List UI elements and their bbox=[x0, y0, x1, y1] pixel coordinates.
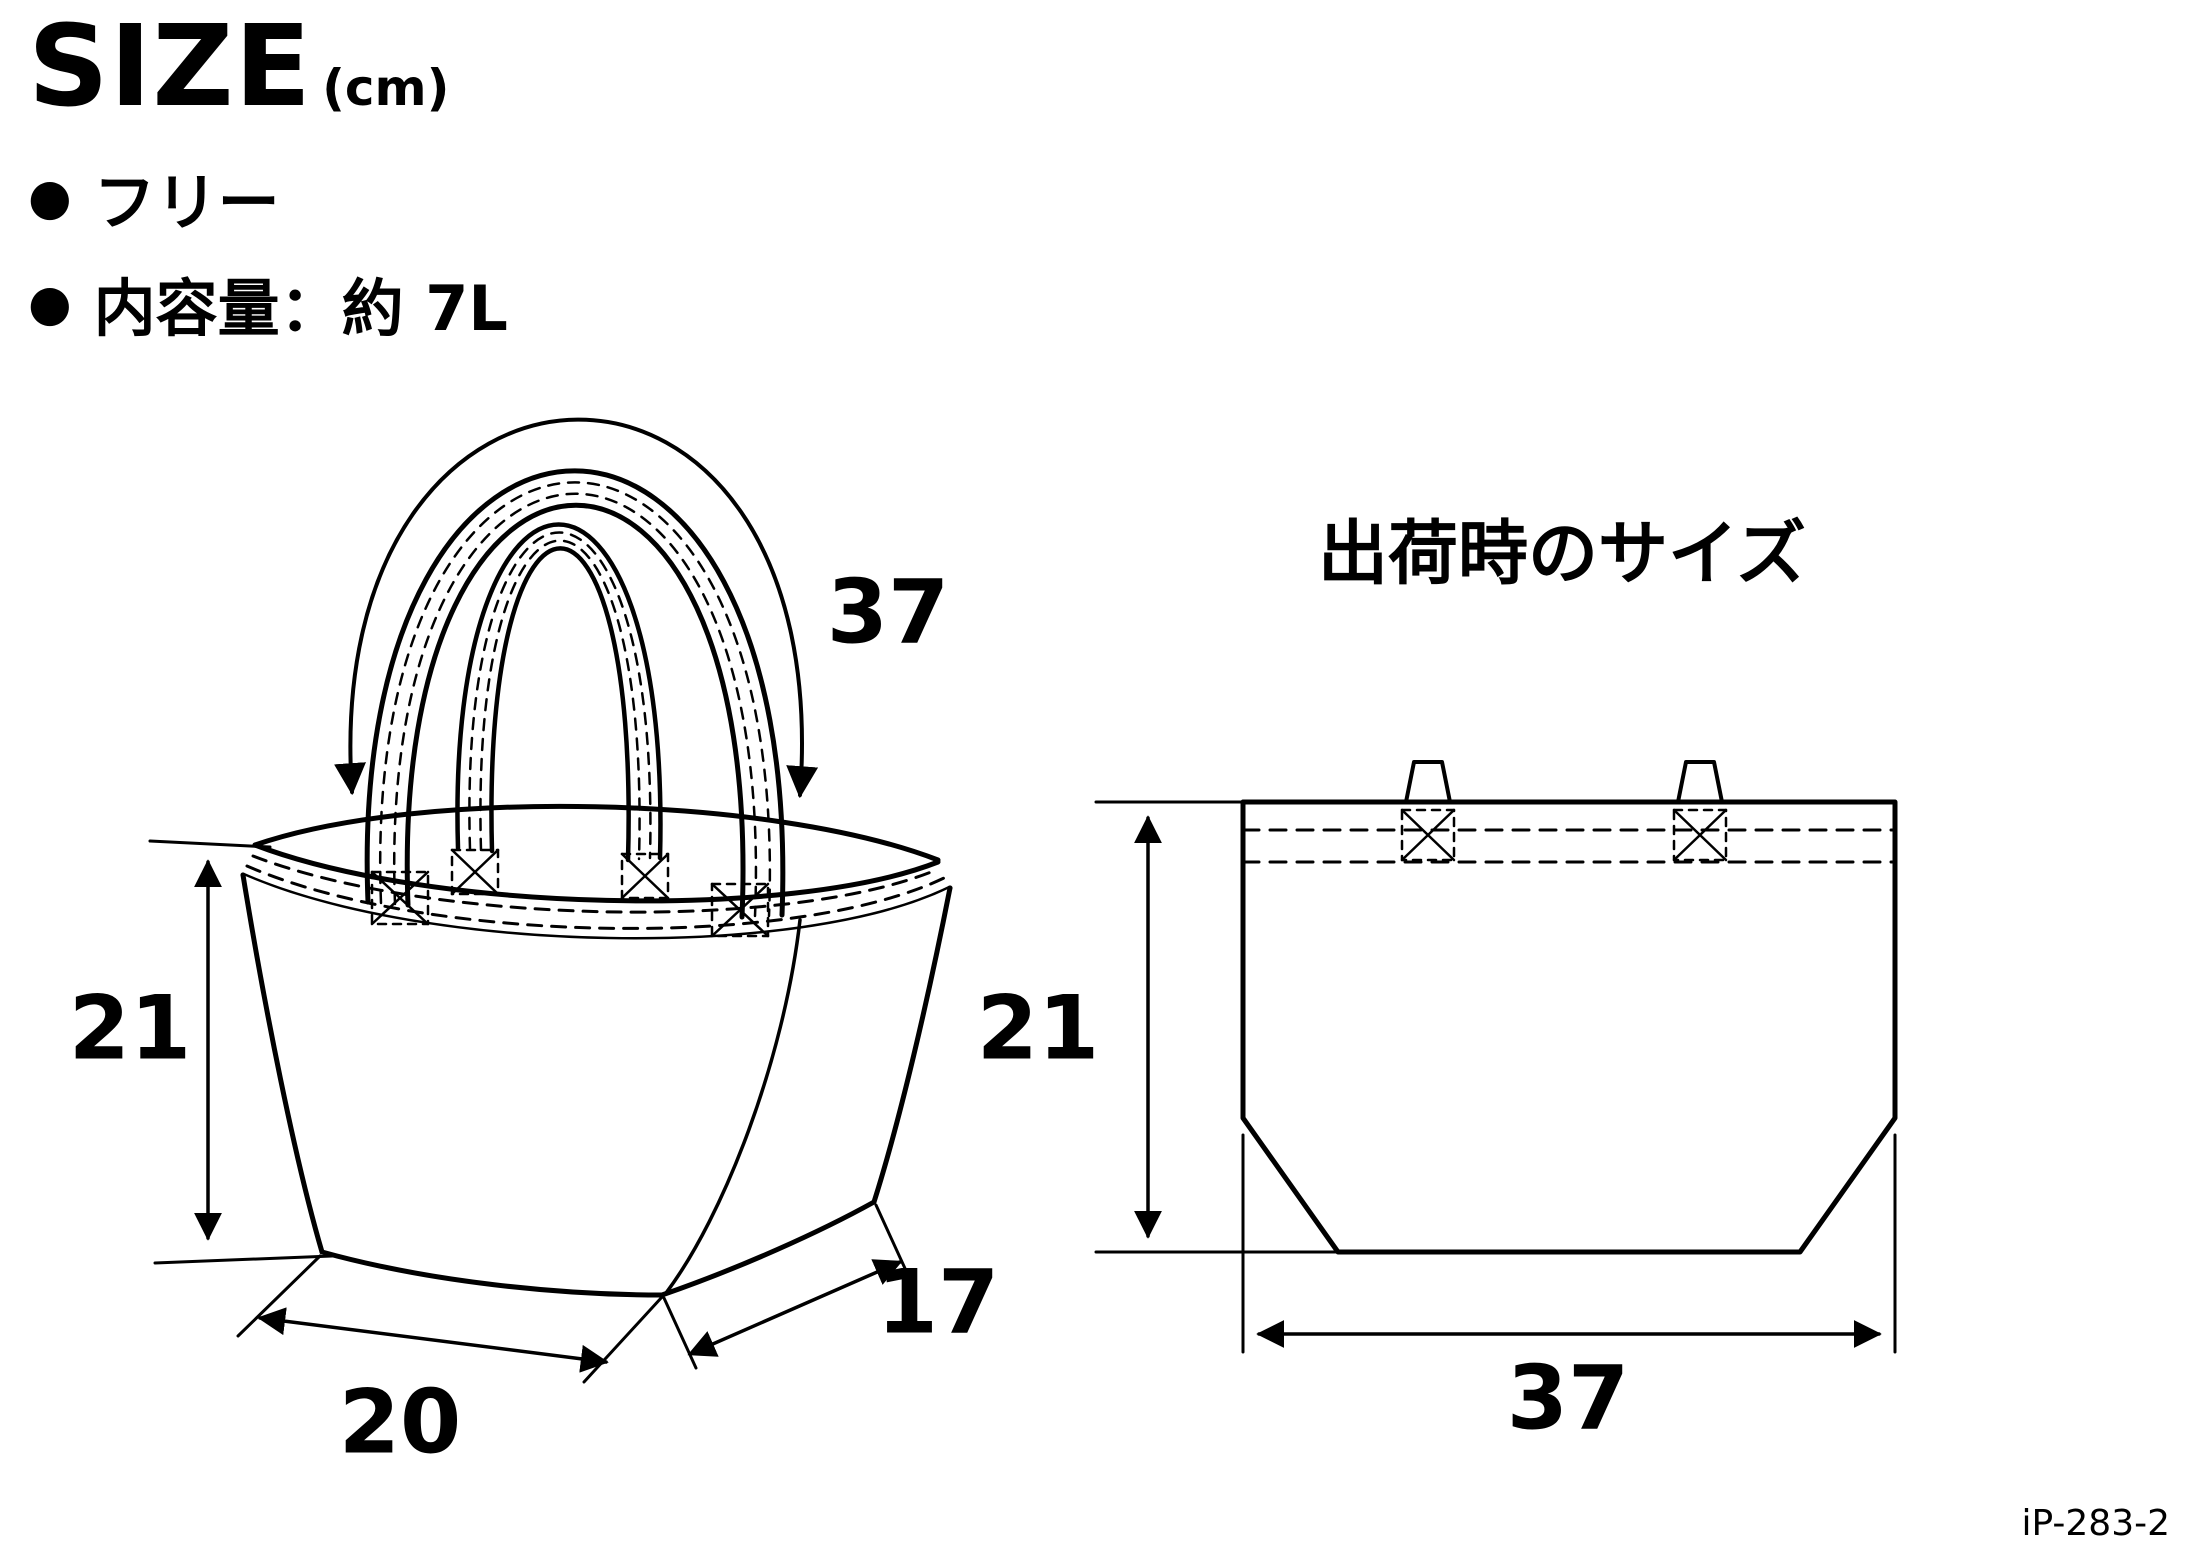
shipping-width-value: 37 bbox=[1506, 1346, 1630, 1450]
spec-free-size-label: フリー bbox=[93, 166, 280, 239]
size-unit: (cm) bbox=[322, 59, 450, 117]
dimension-ship-height-21 bbox=[1094, 800, 1354, 1254]
shipping-size-title: 出荷時のサイズ bbox=[1318, 512, 1806, 595]
bag-depth-value: 17 bbox=[876, 1250, 1000, 1354]
bag-width-value: 20 bbox=[338, 1370, 462, 1474]
dimension-handle-37 bbox=[334, 417, 819, 799]
dimension-ship-width-37 bbox=[1241, 1133, 1897, 1354]
bag-body bbox=[243, 875, 950, 1295]
spec-capacity: ● 内容量：約 7L bbox=[28, 258, 508, 348]
back-handle bbox=[455, 522, 663, 863]
bag-height-value: 21 bbox=[68, 976, 192, 1080]
tab-stitch-boxes bbox=[1400, 808, 1728, 862]
handle-length-value: 37 bbox=[826, 560, 950, 664]
bullet-icon: ● bbox=[28, 168, 72, 226]
tote-perspective-figure bbox=[148, 417, 953, 1384]
bag-side-seam bbox=[664, 918, 802, 1295]
bag-opening bbox=[255, 806, 938, 901]
spec-capacity-label: 内容量：約 7L bbox=[93, 272, 508, 345]
product-code: iP-283-2 bbox=[2021, 1503, 2170, 1544]
handle-stitch-boxes bbox=[370, 848, 770, 938]
rim-stitch-line-bottom bbox=[245, 864, 946, 930]
tote-front-figure bbox=[1094, 760, 1898, 1354]
rim-stitch-line-top bbox=[251, 854, 938, 914]
bullet-icon: ● bbox=[28, 274, 72, 332]
spec-free-size: ● フリー bbox=[28, 152, 280, 242]
bag-rim-top-edge bbox=[252, 803, 941, 863]
handle-tabs bbox=[1404, 760, 1724, 804]
size-heading: SIZE bbox=[28, 2, 313, 132]
front-handle bbox=[364, 468, 786, 920]
dimension-depth-17 bbox=[662, 1203, 910, 1370]
flat-bag-outline bbox=[1240, 799, 1898, 1255]
dimension-height-21 bbox=[148, 839, 334, 1265]
dimension-width-20 bbox=[236, 1254, 664, 1384]
shipping-height-value: 21 bbox=[976, 976, 1100, 1080]
page-title: SIZE (cm) bbox=[28, 2, 450, 132]
